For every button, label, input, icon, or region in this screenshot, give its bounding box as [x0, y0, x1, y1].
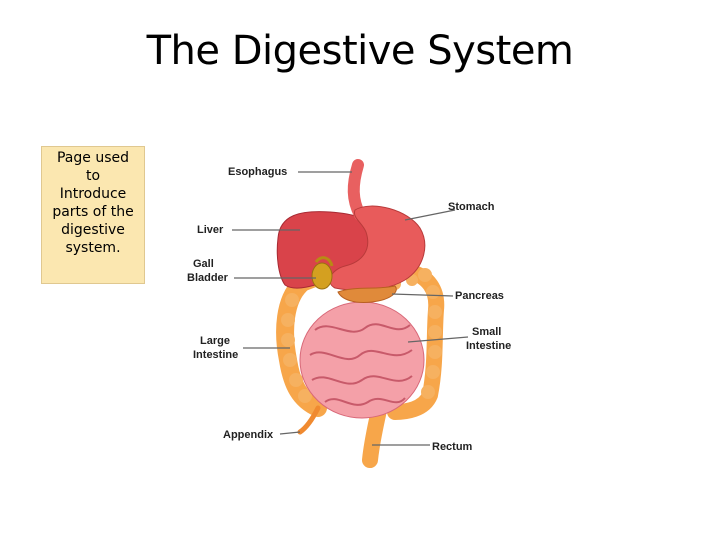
label-gall-bladder-line1: Gall: [193, 258, 214, 270]
small-intestine: [299, 301, 425, 419]
label-esophagus: Esophagus: [228, 166, 287, 178]
pancreas: [337, 285, 397, 303]
appendix-leader: [279, 431, 301, 435]
label-gall-bladder-line2: Bladder: [187, 272, 229, 284]
label-pancreas: Pancreas: [455, 290, 504, 302]
label-large-intestine-line2: Intestine: [193, 349, 238, 361]
label-rectum: Rectum: [432, 441, 473, 453]
esophagus: [347, 159, 366, 221]
note-line: parts of the: [52, 204, 134, 220]
note-line: digestive: [61, 222, 125, 238]
label-small-intestine-line1: Small: [472, 326, 501, 338]
label-appendix: Appendix: [223, 429, 274, 441]
note-line: to: [85, 168, 101, 184]
stomach-leader: [404, 209, 456, 221]
stomach: [329, 205, 426, 291]
label-liver: Liver: [197, 224, 224, 236]
note-box: Page used to Introduce parts of the dige…: [41, 146, 145, 284]
slide-title: The Digestive System: [146, 28, 574, 74]
label-large-intestine-line1: Large: [200, 335, 230, 347]
label-stomach: Stomach: [448, 201, 495, 213]
gall-bladder: [311, 256, 334, 290]
small-intestine-leader: [407, 336, 469, 343]
note-line: Introduce: [59, 186, 127, 202]
label-small-intestine-line2: Intestine: [466, 340, 511, 352]
pancreas-leader: [391, 293, 454, 297]
large-intestine: [276, 262, 445, 468]
leader-lines: [232, 171, 469, 446]
note-line: Page used: [56, 150, 129, 166]
note-line: system.: [65, 240, 121, 256]
